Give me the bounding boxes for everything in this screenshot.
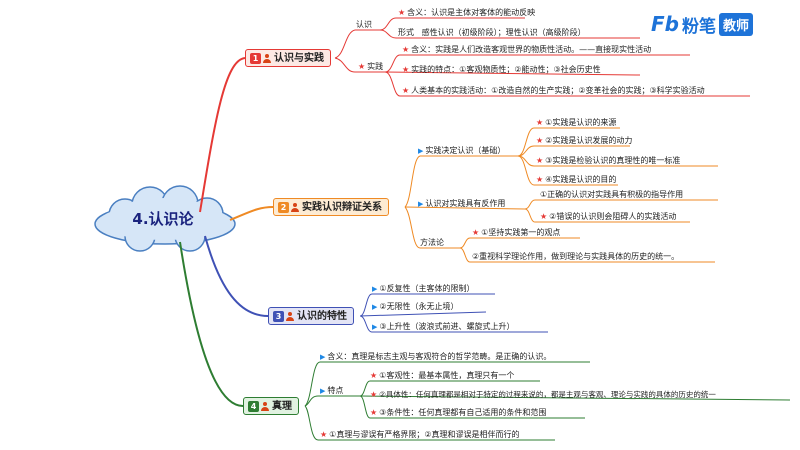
node-methodology[interactable]: 方法论 xyxy=(420,238,444,247)
node-decide-3[interactable]: ★③实践是检验认识的真理性的唯一标准 xyxy=(536,156,681,165)
star-icon: ★ xyxy=(536,175,544,184)
star-icon: ★ xyxy=(358,62,366,71)
logo-brand: 粉笔 xyxy=(681,16,716,37)
triangle-icon: ▶ xyxy=(418,147,424,155)
node-react-1[interactable]: ①正确的认识对实践具有积极的指导作用 xyxy=(540,190,684,199)
star-icon: ★ xyxy=(536,118,544,127)
node-truth-features[interactable]: ▶特点 xyxy=(320,386,344,395)
branch-cognition-practice[interactable]: 1 认识与实践 xyxy=(245,49,331,67)
node-practice-decides[interactable]: ▶实践决定认识（基础） xyxy=(418,146,506,155)
node-truth-f3[interactable]: ★③条件性：任何真理都有自己适用的条件和范围 xyxy=(370,408,547,417)
star-icon: ★ xyxy=(472,228,480,237)
node-truth-f1[interactable]: ★①客观性：最基本属性，真理只有一个 xyxy=(370,371,515,380)
branch-number-badge: 2 xyxy=(278,201,289,213)
star-icon: ★ xyxy=(402,65,410,74)
star-icon: ★ xyxy=(398,8,406,17)
branch-label: 实践认识辩证关系 xyxy=(302,202,382,213)
fenbi-logo: Fb 粉笔 教师 xyxy=(651,9,753,39)
b4-lines xyxy=(304,361,791,441)
star-icon: ★ xyxy=(536,156,544,165)
node-renshi-meaning[interactable]: ★含义：认识是主体对客体的能动反映 xyxy=(398,8,536,17)
person-icon xyxy=(263,53,271,63)
node-cognition-reacts[interactable]: ▶认识对实践具有反作用 xyxy=(418,199,506,208)
b1-lines xyxy=(334,17,750,97)
node-feature-2[interactable]: ▶②无限性（永无止境） xyxy=(372,302,459,311)
star-icon: ★ xyxy=(320,430,328,439)
node-react-2[interactable]: ★②错误的认识则会阻碍人的实践活动 xyxy=(540,212,677,221)
star-icon: ★ xyxy=(402,45,410,54)
node-decide-2[interactable]: ★②实践是认识发展的动力 xyxy=(536,136,633,145)
branch-label: 真理 xyxy=(272,401,292,412)
b2-lines xyxy=(404,127,718,263)
node-decide-1[interactable]: ★①实践是认识的来源 xyxy=(536,118,617,127)
star-icon: ★ xyxy=(370,371,378,380)
node-truth-relation[interactable]: ★①真理与谬误有严格界限；②真理和谬误是相伴而行的 xyxy=(320,430,520,439)
node-truth-f2[interactable]: ★②具体性：任何真理都是相对于特定的过程来说的，都是主观与客观、理论与实践的具体… xyxy=(370,390,716,399)
center-cloud xyxy=(94,185,236,252)
logo-tag: 教师 xyxy=(718,12,753,36)
node-feature-1[interactable]: ▶①反复性（主客体的限制） xyxy=(372,284,475,293)
center-topic: 4.认识论 xyxy=(132,210,194,228)
triangle-icon: ▶ xyxy=(418,200,424,208)
star-icon: ★ xyxy=(536,136,544,145)
connector-b4 xyxy=(179,241,244,407)
triangle-icon: ▶ xyxy=(320,387,326,395)
branch-truth[interactable]: 4 真理 xyxy=(243,397,299,415)
node-xingshi[interactable]: 形式 感性认识（初级阶段）；理性认识（高级阶段） xyxy=(398,28,586,37)
triangle-icon: ▶ xyxy=(372,285,378,293)
branch-number-badge: 1 xyxy=(250,52,261,64)
star-icon: ★ xyxy=(370,408,378,417)
branch-cognition-features[interactable]: 3 认识的特性 xyxy=(268,307,354,325)
person-icon xyxy=(261,401,269,411)
branch-label: 认识的特性 xyxy=(297,311,347,322)
node-method-1[interactable]: ★①坚持实践第一的观点 xyxy=(472,228,561,237)
node-truth-meaning[interactable]: ▶含义：真理是标志主观与客观符合的哲学范畴。是正确的认识。 xyxy=(320,352,552,361)
node-method-2[interactable]: ②重视科学理论作用，做到理论与实践具体的历史的统一。 xyxy=(472,252,680,261)
node-shijian-features[interactable]: ★实践的特点：①客观物质性；②能动性；③社会历史性 xyxy=(402,65,601,74)
node-decide-4[interactable]: ★④实践是认识的目的 xyxy=(536,175,617,184)
branch-number-badge: 4 xyxy=(248,400,259,412)
branch-label: 认识与实践 xyxy=(274,53,324,64)
star-icon: ★ xyxy=(370,390,378,399)
branch-dialectic-relation[interactable]: 2 实践认识辩证关系 xyxy=(273,198,389,216)
node-shijian[interactable]: ★实践 xyxy=(358,62,384,71)
logo-mark: Fb xyxy=(651,12,679,36)
star-icon: ★ xyxy=(540,212,548,221)
connector-b1 xyxy=(199,57,246,213)
node-shijian-forms[interactable]: ★人类基本的实践活动：①改造自然的生产实践；②变革社会的实践；③科学实验活动 xyxy=(402,86,705,95)
node-shijian-meaning[interactable]: ★含义：实践是人们改造客观世界的物质性活动。——直接现实性活动 xyxy=(402,45,652,54)
connector-b2 xyxy=(229,206,274,221)
node-feature-3[interactable]: ▶③上升性（波浪式前进、螺旋式上升） xyxy=(372,322,515,331)
triangle-icon: ▶ xyxy=(372,323,378,331)
connector-b3 xyxy=(204,235,269,317)
person-icon xyxy=(286,311,294,321)
b3-lines xyxy=(359,293,548,333)
triangle-icon: ▶ xyxy=(372,303,378,311)
node-renshi[interactable]: 认识 xyxy=(356,20,372,29)
person-icon xyxy=(291,202,299,212)
star-icon: ★ xyxy=(402,86,410,95)
triangle-icon: ▶ xyxy=(320,353,326,361)
branch-number-badge: 3 xyxy=(273,310,284,322)
